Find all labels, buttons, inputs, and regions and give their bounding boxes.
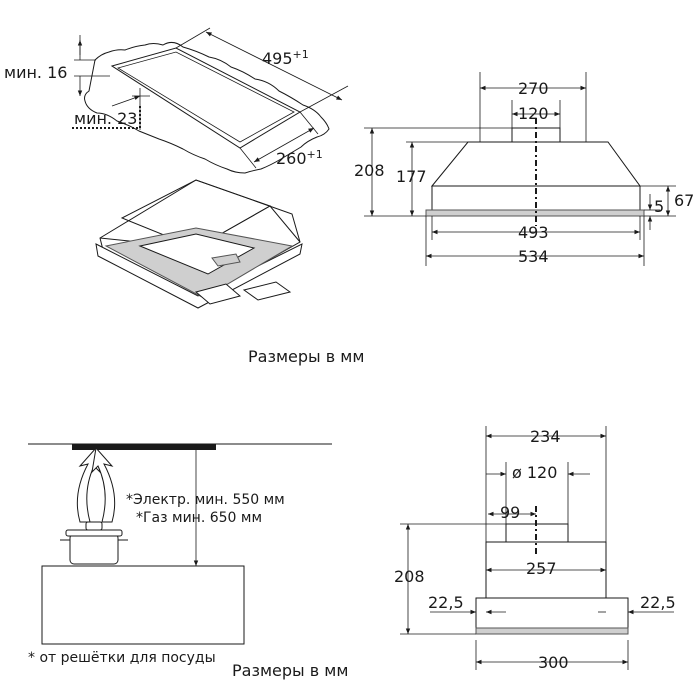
dim-side-234: 234 (530, 427, 561, 446)
cooking-pot-icon (60, 521, 128, 565)
caption-top: Размеры в мм (248, 347, 364, 366)
dim-front-534: 534 (518, 247, 549, 266)
dim-min23: мин. 23 (74, 109, 137, 128)
dim-side-diam120: ø 120 (512, 463, 557, 482)
dim-min16: мин. 16 (4, 63, 67, 82)
hood-isometric (95, 179, 303, 309)
cutout-inner-rect-2 (116, 51, 295, 143)
cooktop-body (41, 565, 245, 645)
install-hood (72, 444, 216, 450)
dim-front-5: 5 (654, 197, 664, 216)
dim-260: 260+1 (276, 148, 323, 168)
note-gas: *Газ мин. 650 мм (136, 510, 262, 526)
side-hood-filter (475, 627, 629, 635)
install-panel: *Электр. мин. 550 мм *Газ мин. 650 мм * … (28, 443, 332, 666)
side-view-panel: 234 ø 120 99 257 208 22,5 22,5 300 (394, 426, 676, 672)
cutout-panel: мин. 16 мин. 23 495+1 260+1 (4, 27, 349, 309)
dim-front-177: 177 (396, 167, 427, 186)
airflow-arrow-right (91, 446, 116, 523)
note-electric: *Электр. мин. 550 мм (126, 492, 285, 508)
side-hood-base (475, 597, 629, 629)
dim-side-300: 300 (538, 653, 569, 672)
dim-front-208: 208 (354, 161, 385, 180)
dim-side-257: 257 (526, 559, 557, 578)
front-view-panel: 270 120 208 177 67 5 493 534 (354, 72, 694, 266)
dim-side-22-5-left: 22,5 (428, 593, 464, 612)
dim-front-120: 120 (518, 104, 549, 123)
dim-front-493: 493 (518, 223, 549, 242)
cutout-wavy-outline (84, 41, 330, 174)
dim-front-270: 270 (518, 79, 549, 98)
install-footnote: * от решётки для посуды (28, 650, 216, 666)
caption-bottom: Размеры в мм (232, 661, 348, 680)
dim-side-99: 99 (500, 503, 520, 522)
dim-front-67: 67 (674, 191, 694, 210)
dim-side-208: 208 (394, 567, 425, 586)
dim-495: 495+1 (262, 48, 309, 68)
dim-side-22-5-right: 22,5 (640, 593, 676, 612)
